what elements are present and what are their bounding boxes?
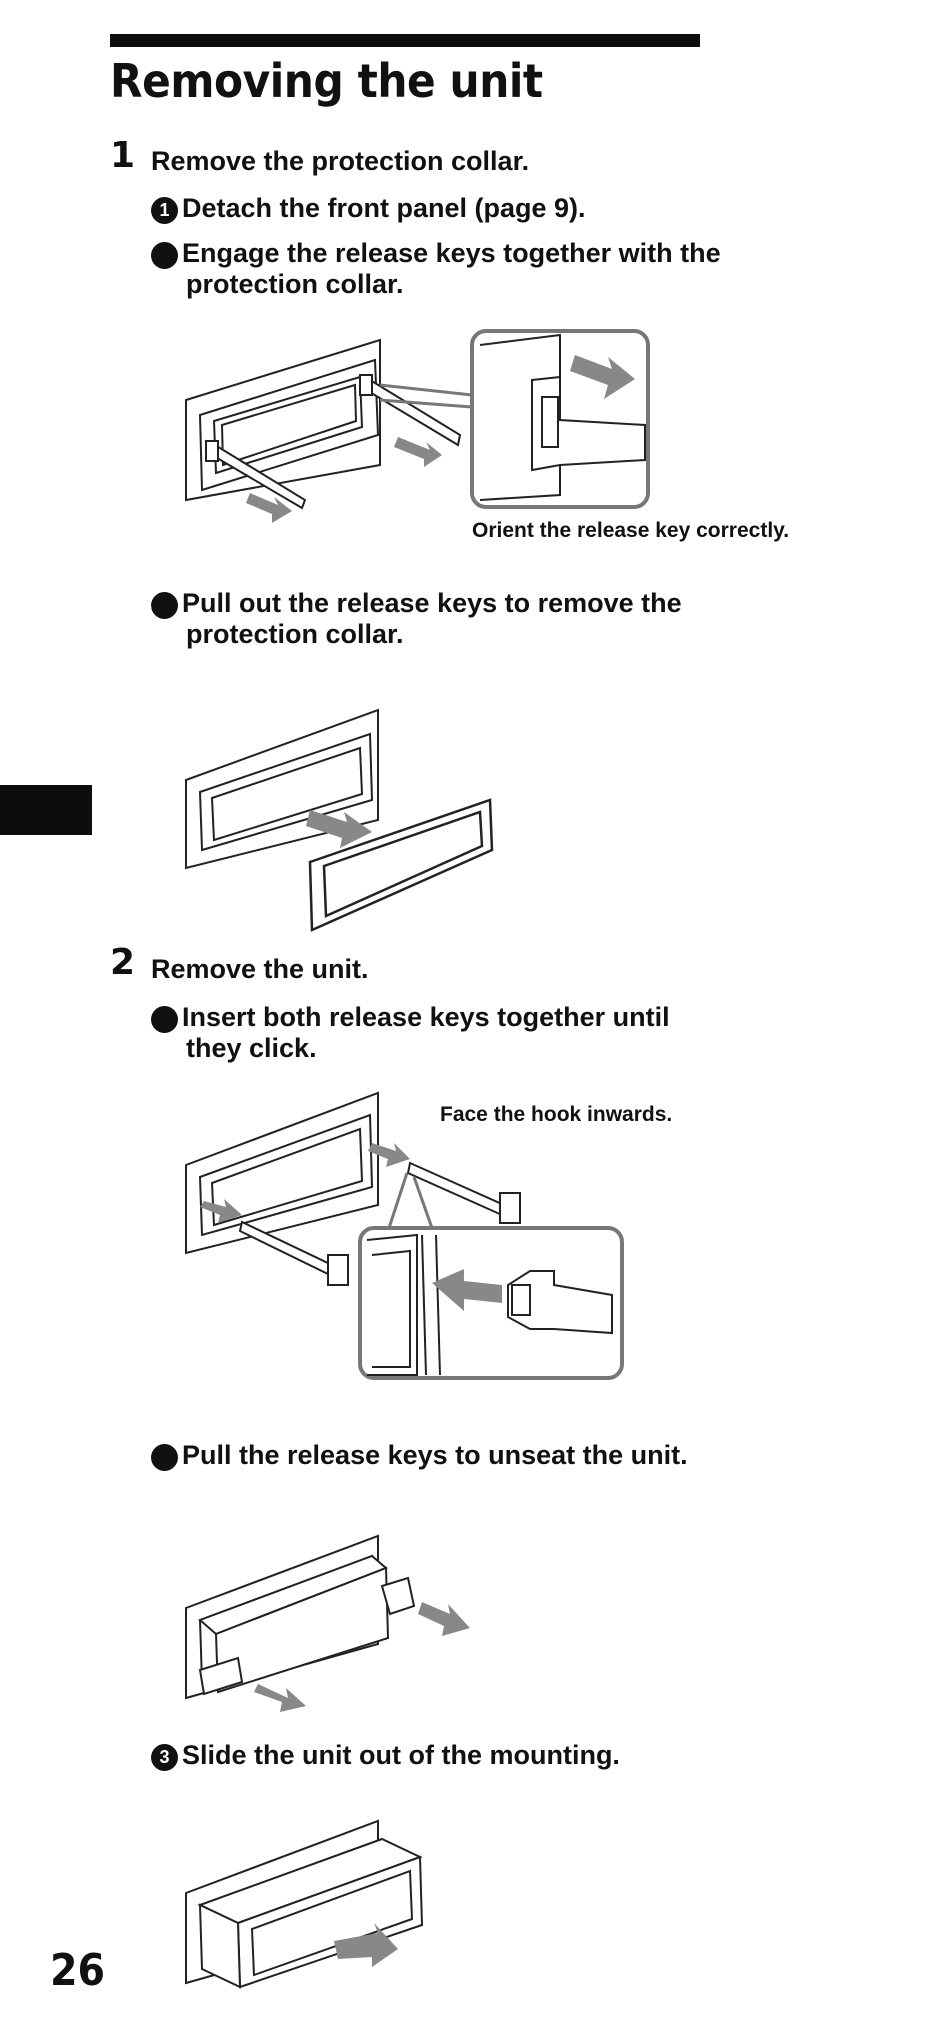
figure-insert-keys bbox=[185, 1091, 624, 1380]
substep-text: Slide the unit out of the mounting. bbox=[182, 1740, 620, 1770]
figure-slide-unit-out bbox=[185, 1819, 424, 1989]
substep-marker: 3 bbox=[142, 592, 178, 619]
step-2-number: 2 bbox=[110, 942, 136, 983]
step-1-number: 1 bbox=[110, 135, 136, 176]
substep-text: Engage the release keys together with th… bbox=[182, 238, 721, 299]
substep-text: Pull the release keys to unseat the unit… bbox=[182, 1440, 688, 1470]
caption-orient-key: Orient the release key correctly. bbox=[472, 519, 790, 542]
chapter-tab-marker bbox=[0, 785, 92, 835]
substep-marker: 1 bbox=[151, 197, 178, 224]
substep-text: Insert both release keys together until … bbox=[182, 1002, 670, 1063]
substep-text: Pull out the release keys to remove the … bbox=[182, 588, 682, 649]
substep-marker: 3 bbox=[151, 1744, 178, 1771]
step-1-text: Remove the protection collar. bbox=[151, 146, 530, 176]
step-2-text: Remove the unit. bbox=[151, 954, 369, 984]
substep-marker: 2 bbox=[142, 1444, 178, 1471]
substep-marker: 1 bbox=[142, 1006, 178, 1033]
page-title: Removing the unit bbox=[110, 54, 543, 108]
substep-text: Detach the front panel (page 9). bbox=[182, 193, 586, 223]
figure-remove-collar bbox=[185, 708, 494, 932]
substep-marker: 2 bbox=[142, 242, 178, 269]
page-number: 26 bbox=[50, 1945, 106, 1996]
figure-unseat-unit bbox=[185, 1534, 470, 1712]
figure-engage-release-keys bbox=[185, 329, 650, 523]
caption-hook-inwards: Face the hook inwards. bbox=[440, 1103, 673, 1126]
title-rule bbox=[110, 34, 700, 47]
